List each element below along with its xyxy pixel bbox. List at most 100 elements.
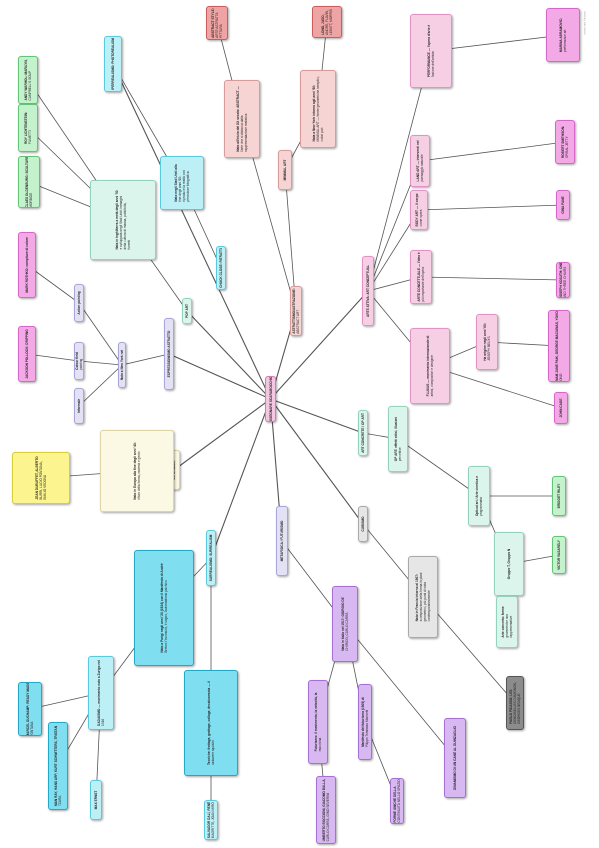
connector-n_espr_text: [121, 353, 170, 366]
node-n_op_g2[interactable]: BRIDGET RILEY: [552, 476, 566, 516]
node-label: ROBERT SMITHSON:SPIRAL JETTY: [561, 125, 569, 159]
node-n_op_g1[interactable]: VICTOR VASARELY: [552, 536, 566, 574]
node-n_fluxus2[interactable]: Ha origine negli anni '60:JOSEPH BEUYS: [476, 314, 498, 370]
node-n_surr_text[interactable]: Nato a Parigi negli anni '20 (1924) con …: [134, 550, 194, 666]
node-n_espr_1[interactable]: Action painting: [74, 284, 84, 322]
node-label: UMBERTO BOCCIONI, GIACOMO BALLA,CARLO CA…: [322, 778, 330, 842]
node-espressionismo[interactable]: ESPRESSIONISMO ASTRATTO: [164, 318, 174, 390]
node-n_fluxus_mag2[interactable]: JOHN CAGE: [554, 392, 568, 424]
connector-n_perf_mag: [430, 34, 564, 52]
node-n_dada_c2[interactable]: MAN RAY, HANS ARP, KURT SCHWITTERS, TRIS…: [48, 722, 68, 810]
node-label: Informale: [77, 398, 81, 414]
node-label: LONG, JUDD,ANDRE, FLAVIN,LEWITT, MORRIS: [321, 9, 333, 35]
node-n_min_red[interactable]: LONG, JUDD,ANDRE, FLAVIN,LEWITT, MORRIS: [312, 6, 342, 38]
node-label: Nato a Parigi negli anni '20 (1924) con …: [160, 563, 168, 653]
connector-n_performance: [367, 50, 432, 292]
node-astrattismo[interactable]: ASTRATTISMO/ASTRAZIONE:ABSTRACT ART: [290, 286, 302, 336]
node-surrealismo[interactable]: SURREALISMO: SURREALISM: [206, 530, 216, 586]
node-n_pop_text[interactable]: Nata in Inghilterra a metà degli anni '5…: [90, 180, 156, 260]
node-n_meta_1[interactable]: Futurismo: il movimento, la velocità, la…: [308, 680, 328, 764]
node-n_dada_c3[interactable]: MAX ERNST: [90, 780, 102, 820]
node-n_astr_text[interactable]: Nato all'inizio del XX secolo: ABSTRACT …: [224, 80, 260, 158]
node-n_espr_text[interactable]: Nato a New York nel: [118, 342, 126, 388]
node-metafisica[interactable]: METAFISICA / FUTURISMO: [276, 506, 288, 576]
node-n_dada_c1[interactable]: MARCEL DUCHAMP: READY MADE,FONTANA: [18, 682, 42, 736]
connector-n_cub_dark: [422, 596, 516, 704]
node-n_pop_g2[interactable]: ROY LICHTENSTEIN:FUMETTI: [18, 104, 38, 152]
connector-n_land_mag: [419, 141, 566, 162]
node-label: CHUCK CLOSE: RITRATTI: [219, 248, 223, 288]
node-label: Nato in Europa alla fine degli anni '40:…: [133, 442, 141, 500]
node-label: BRIDGET RILEY: [557, 483, 561, 509]
node-n_inf_text[interactable]: Nato in Europa alla fine degli anni '40:…: [100, 430, 174, 512]
connector-informale: [173, 398, 271, 471]
node-n_minimal[interactable]: MINIMAL ART: [278, 150, 292, 190]
node-n_body_mag[interactable]: GINA PANE: [556, 190, 570, 220]
connector-surrealismo: [210, 398, 272, 559]
node-n_op_sub2[interactable]: Gruppo T, Gruppo N: [494, 532, 524, 596]
connector-fauves: [270, 398, 364, 434]
node-n_cub_text[interactable]: Nato in Francia intorno al 1907:scomposi…: [408, 556, 438, 638]
node-n_min_text[interactable]: Nata a New York intorno agli anni '60:MI…: [300, 70, 336, 148]
node-popart[interactable]: POP ART: [182, 298, 192, 324]
node-label: ART CONCRETE / OP ART: [361, 413, 365, 453]
node-n_meta_p1[interactable]: UMBERTO BOCCIONI, GIACOMO BALLA,CARLO CA…: [316, 776, 336, 844]
node-fauves[interactable]: ART CONCRETE / OP ART: [358, 410, 368, 456]
node-n_perf_mag[interactable]: MARINA ABRAMOVIC:performance art: [546, 8, 580, 62]
node-center[interactable]: DISEGNARE SCARABOCCHIO: [265, 376, 276, 422]
connector-n_espr_1: [78, 302, 123, 366]
node-n_meta_p3[interactable]: DINAMISMO DI UN CANE AL GUINZAGLIO: [444, 718, 466, 798]
node-n_espr_mag1[interactable]: MARK ROTHKO: campiture di colore: [18, 232, 36, 298]
node-n_land_mag[interactable]: ROBERT SMITHSON:SPIRAL JETTY: [555, 120, 575, 164]
node-iperrealismo[interactable]: IPERREALISMO: PHOTOREALISM: [104, 36, 122, 92]
node-cubismo[interactable]: CUBISMO: [358, 506, 368, 542]
node-arte_attiva[interactable]: ARTE ATTIVA: ART CONCEPTUAL: [362, 256, 374, 326]
node-n_iper_cyan[interactable]: CHUCK CLOSE: RITRATTI: [216, 246, 226, 290]
node-label: Action painting: [77, 291, 81, 315]
node-label: Nata in Inghilterra a metà degli anni '5…: [115, 190, 131, 250]
node-n_pop_g1[interactable]: ANDY WARHOL: MARILYN,CAMPBELL'S SOUP: [18, 56, 38, 104]
node-n_espr_mag2[interactable]: JACKSON POLLOCK: DRIPPING: [18, 326, 36, 382]
node-n_espr_3[interactable]: Informale: [74, 388, 84, 424]
node-label: Nata a New York intorno agli anni '60:MI…: [312, 76, 324, 142]
node-label: Futurismo: il movimento, la velocità, la…: [314, 692, 322, 752]
node-label: Nato a New York nel: [120, 349, 124, 381]
node-n_surr_text2[interactable]: Tecniche: frottage, grattage, collage, d…: [184, 670, 238, 776]
connector-n_espr_2: [78, 360, 123, 366]
